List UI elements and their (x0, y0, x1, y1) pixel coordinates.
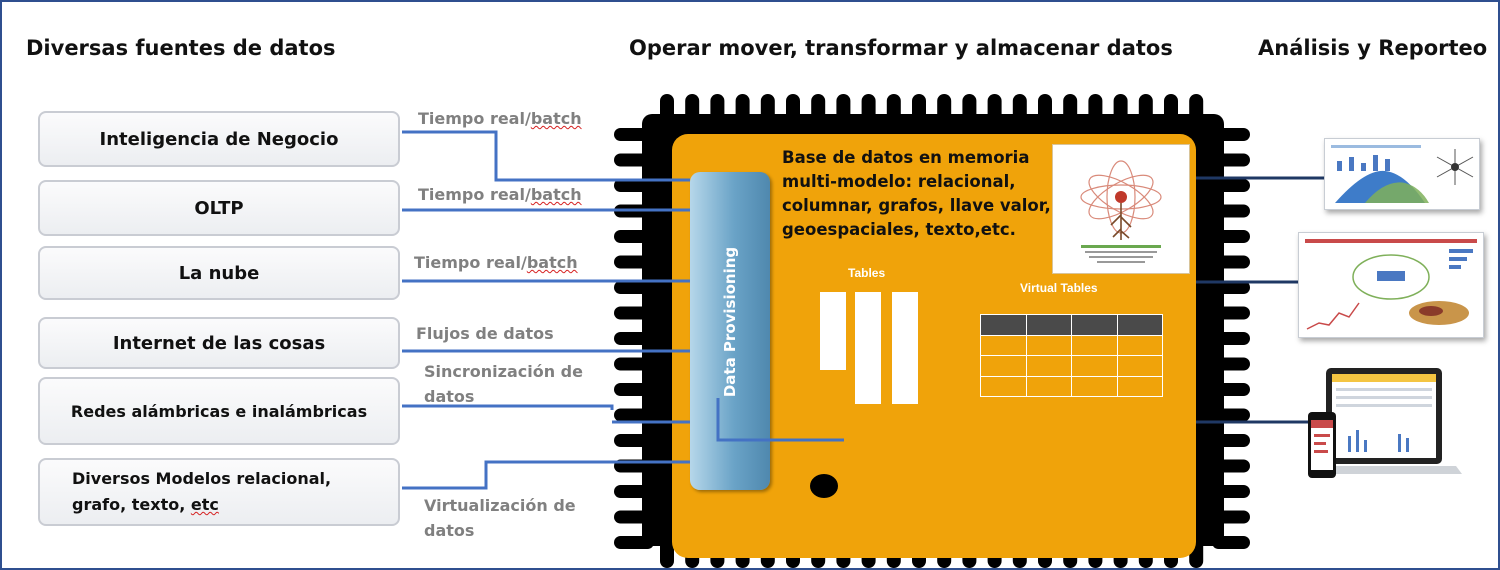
virtual-table-header-cell (1025, 314, 1072, 336)
virtual-table-cell (1071, 334, 1118, 356)
source-box-iot: Internet de las cosas (38, 317, 400, 369)
spelling-underline: batch (526, 253, 578, 272)
data-provisioning-label: Data Provisioning (721, 246, 739, 398)
table-bar (892, 292, 918, 404)
source-box-business-intelligence: Inteligencia de Negocio (38, 111, 400, 167)
chip-orientation-dot (810, 474, 838, 498)
report-visualization-thumbnail (1298, 232, 1484, 338)
virtual-table-cell (1071, 355, 1118, 377)
multi-model-image (1052, 144, 1190, 274)
virtual-tables-label: Virtual Tables (1020, 281, 1098, 295)
table-bar (820, 292, 846, 370)
virtual-table-header-cell (980, 314, 1027, 336)
memory-db-description: Base de datos en memoria multi-modelo: r… (782, 146, 1062, 242)
memory-db-line: Base de datos en memoria (782, 148, 1030, 167)
report-visual-icon (1305, 239, 1477, 330)
source-box-models: Diversos Modelos relacional, grafo, text… (38, 458, 400, 526)
table-bar (855, 292, 881, 404)
virtual-table-cell (980, 334, 1027, 356)
source-label: OLTP (194, 197, 244, 219)
memory-db-line: geoespaciales, texto,etc. (782, 220, 1016, 239)
dashboard-chart-icon (1331, 145, 1474, 203)
source-label: Inteligencia de Negocio (99, 128, 339, 150)
source-box-networks: Redes alámbricas e inalámbricas (38, 377, 400, 445)
virtual-table-cell (1025, 375, 1072, 397)
multi-model-atom-icon (1080, 160, 1162, 263)
connection-label: Virtualización de datos (424, 496, 576, 540)
connection-label: Tiempo real/batch (418, 185, 582, 204)
spelling-underline: batch (530, 109, 582, 128)
header-analysis: Análisis y Reporteo (1258, 36, 1488, 60)
analytics-dashboard-thumbnail (1324, 138, 1480, 210)
virtual-table-header-cell (1116, 314, 1163, 336)
source-label: Redes alámbricas e inalámbricas (70, 401, 368, 421)
connection-label: Flujos de datos (416, 324, 554, 343)
virtual-table-cell (980, 375, 1027, 397)
laptop-phone-report-thumbnail (1308, 366, 1462, 482)
memory-db-line: columnar, grafos, llave valor, (782, 196, 1051, 215)
connection-label: Tiempo real/batch (418, 109, 582, 128)
source-label-line: grafo, texto, etc (72, 495, 219, 514)
source-box-oltp: OLTP (38, 180, 400, 236)
virtual-table-cell (1116, 334, 1163, 356)
spelling-underline: batch (530, 185, 582, 204)
header-operate: Operar mover, transformar y almacenar da… (629, 36, 1173, 60)
tables-label: Tables (848, 266, 886, 280)
virtual-table-cell (980, 355, 1027, 377)
source-label: La nube (178, 262, 260, 284)
laptop-phone-icon (1308, 368, 1462, 478)
header-sources: Diversas fuentes de datos (26, 36, 336, 60)
virtual-table-cell (1025, 355, 1072, 377)
virtual-table-cell (1116, 375, 1163, 397)
connection-label: Sincronización de datos (424, 362, 583, 406)
source-label: Internet de las cosas (112, 332, 326, 354)
memory-db-line: multi-modelo: relacional, (782, 172, 1016, 191)
virtual-table-cell (1116, 355, 1163, 377)
spelling-underline: etc (190, 495, 219, 514)
source-box-cloud: La nube (38, 246, 400, 300)
virtual-table-cell (1071, 375, 1118, 397)
virtual-table-cell (1025, 334, 1072, 356)
virtual-table-header-cell (1071, 314, 1118, 336)
connection-label: Tiempo real/batch (414, 253, 578, 272)
source-label-line: Diversos Modelos relacional, (72, 469, 332, 488)
